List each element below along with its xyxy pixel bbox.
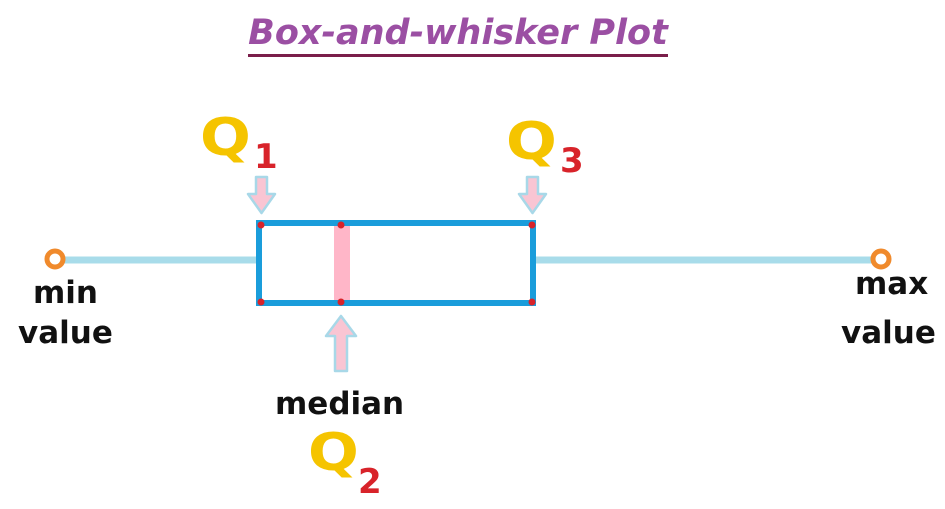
q3-subscript: 3 [560,141,584,181]
median-bottom-dot [337,298,345,306]
max-label-line2: value [841,315,936,351]
min-label-line2: value [18,315,113,351]
median-bar [334,226,350,301]
q3-letter: Q [506,112,557,172]
min-endpoint [44,248,66,270]
iqr-box [256,220,536,306]
q2-letter: Q [308,423,359,483]
q3-arrow-icon [517,175,548,215]
q1-bottom-dot [257,298,265,306]
max-label-line1: max [855,266,929,302]
q3-top-dot [528,221,536,229]
q2-subscript: 2 [358,462,382,502]
min-label-line1: min [33,275,98,311]
q3-bottom-dot [528,298,536,306]
median-top-dot [337,221,345,229]
max-endpoint [870,248,892,270]
q1-top-dot [257,221,265,229]
q1-arrow-icon [246,175,277,215]
diagram-title: Box-and-whisker Plot [248,13,668,53]
title-underline [248,54,668,57]
median-arrow-icon [324,314,358,373]
q1-letter: Q [200,108,251,168]
q1-subscript: 1 [254,137,278,177]
median-label: median [275,386,405,422]
